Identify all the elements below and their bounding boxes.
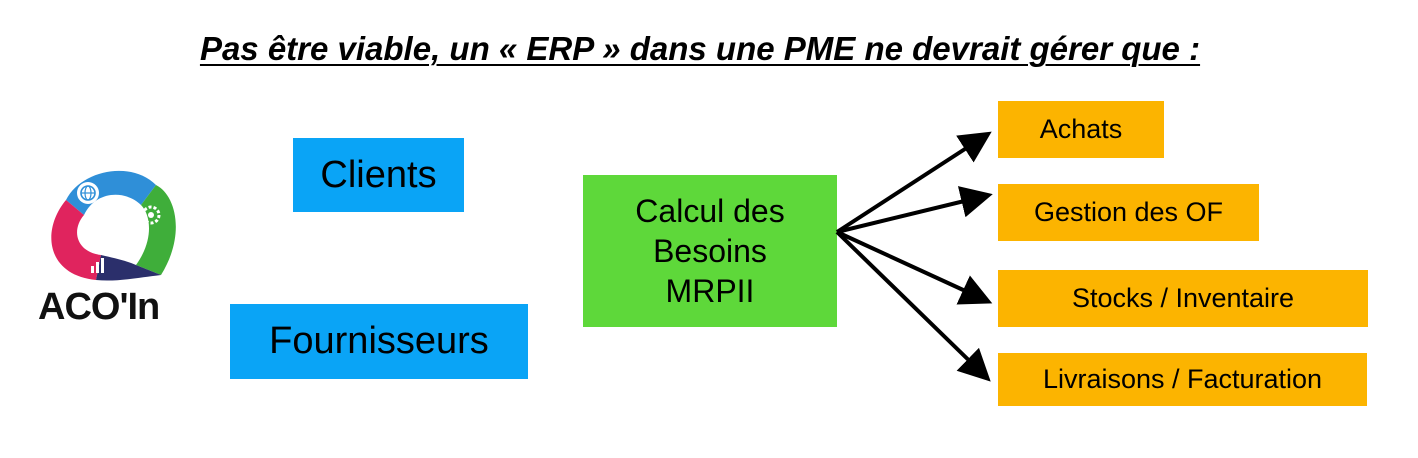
achats-box: Achats xyxy=(998,101,1164,158)
stocks-inventaire-box: Stocks / Inventaire xyxy=(998,270,1368,327)
arrow-to-of xyxy=(836,186,993,234)
arrow-to-livraisons xyxy=(835,230,991,382)
logo-pink-segment xyxy=(51,200,101,280)
calcul-line-1: Calcul des xyxy=(635,193,785,229)
calcul-line-3: MRPII xyxy=(665,273,755,309)
gestion-of-box: Gestion des OF xyxy=(998,184,1259,241)
bar-chart-icon xyxy=(91,258,104,273)
gear-icon xyxy=(141,205,161,225)
diagram-title: Pas être viable, un « ERP » dans une PME… xyxy=(199,30,1201,67)
calcul-line-2: Besoins xyxy=(653,233,767,269)
logo-navy-segment xyxy=(96,255,161,281)
logo-text: ACO'In xyxy=(38,286,160,328)
livraisons-facturation-box: Livraisons / Facturation xyxy=(998,353,1367,406)
calcul-besoins-box: Calcul des Besoins MRPII xyxy=(583,175,837,327)
fournisseurs-box: Fournisseurs xyxy=(230,304,528,379)
globe-icon xyxy=(77,182,99,204)
clients-box: Clients xyxy=(293,138,464,212)
arrow-to-stocks xyxy=(836,230,993,305)
aco-in-logo xyxy=(51,170,176,281)
arrow-to-achats xyxy=(835,131,992,234)
